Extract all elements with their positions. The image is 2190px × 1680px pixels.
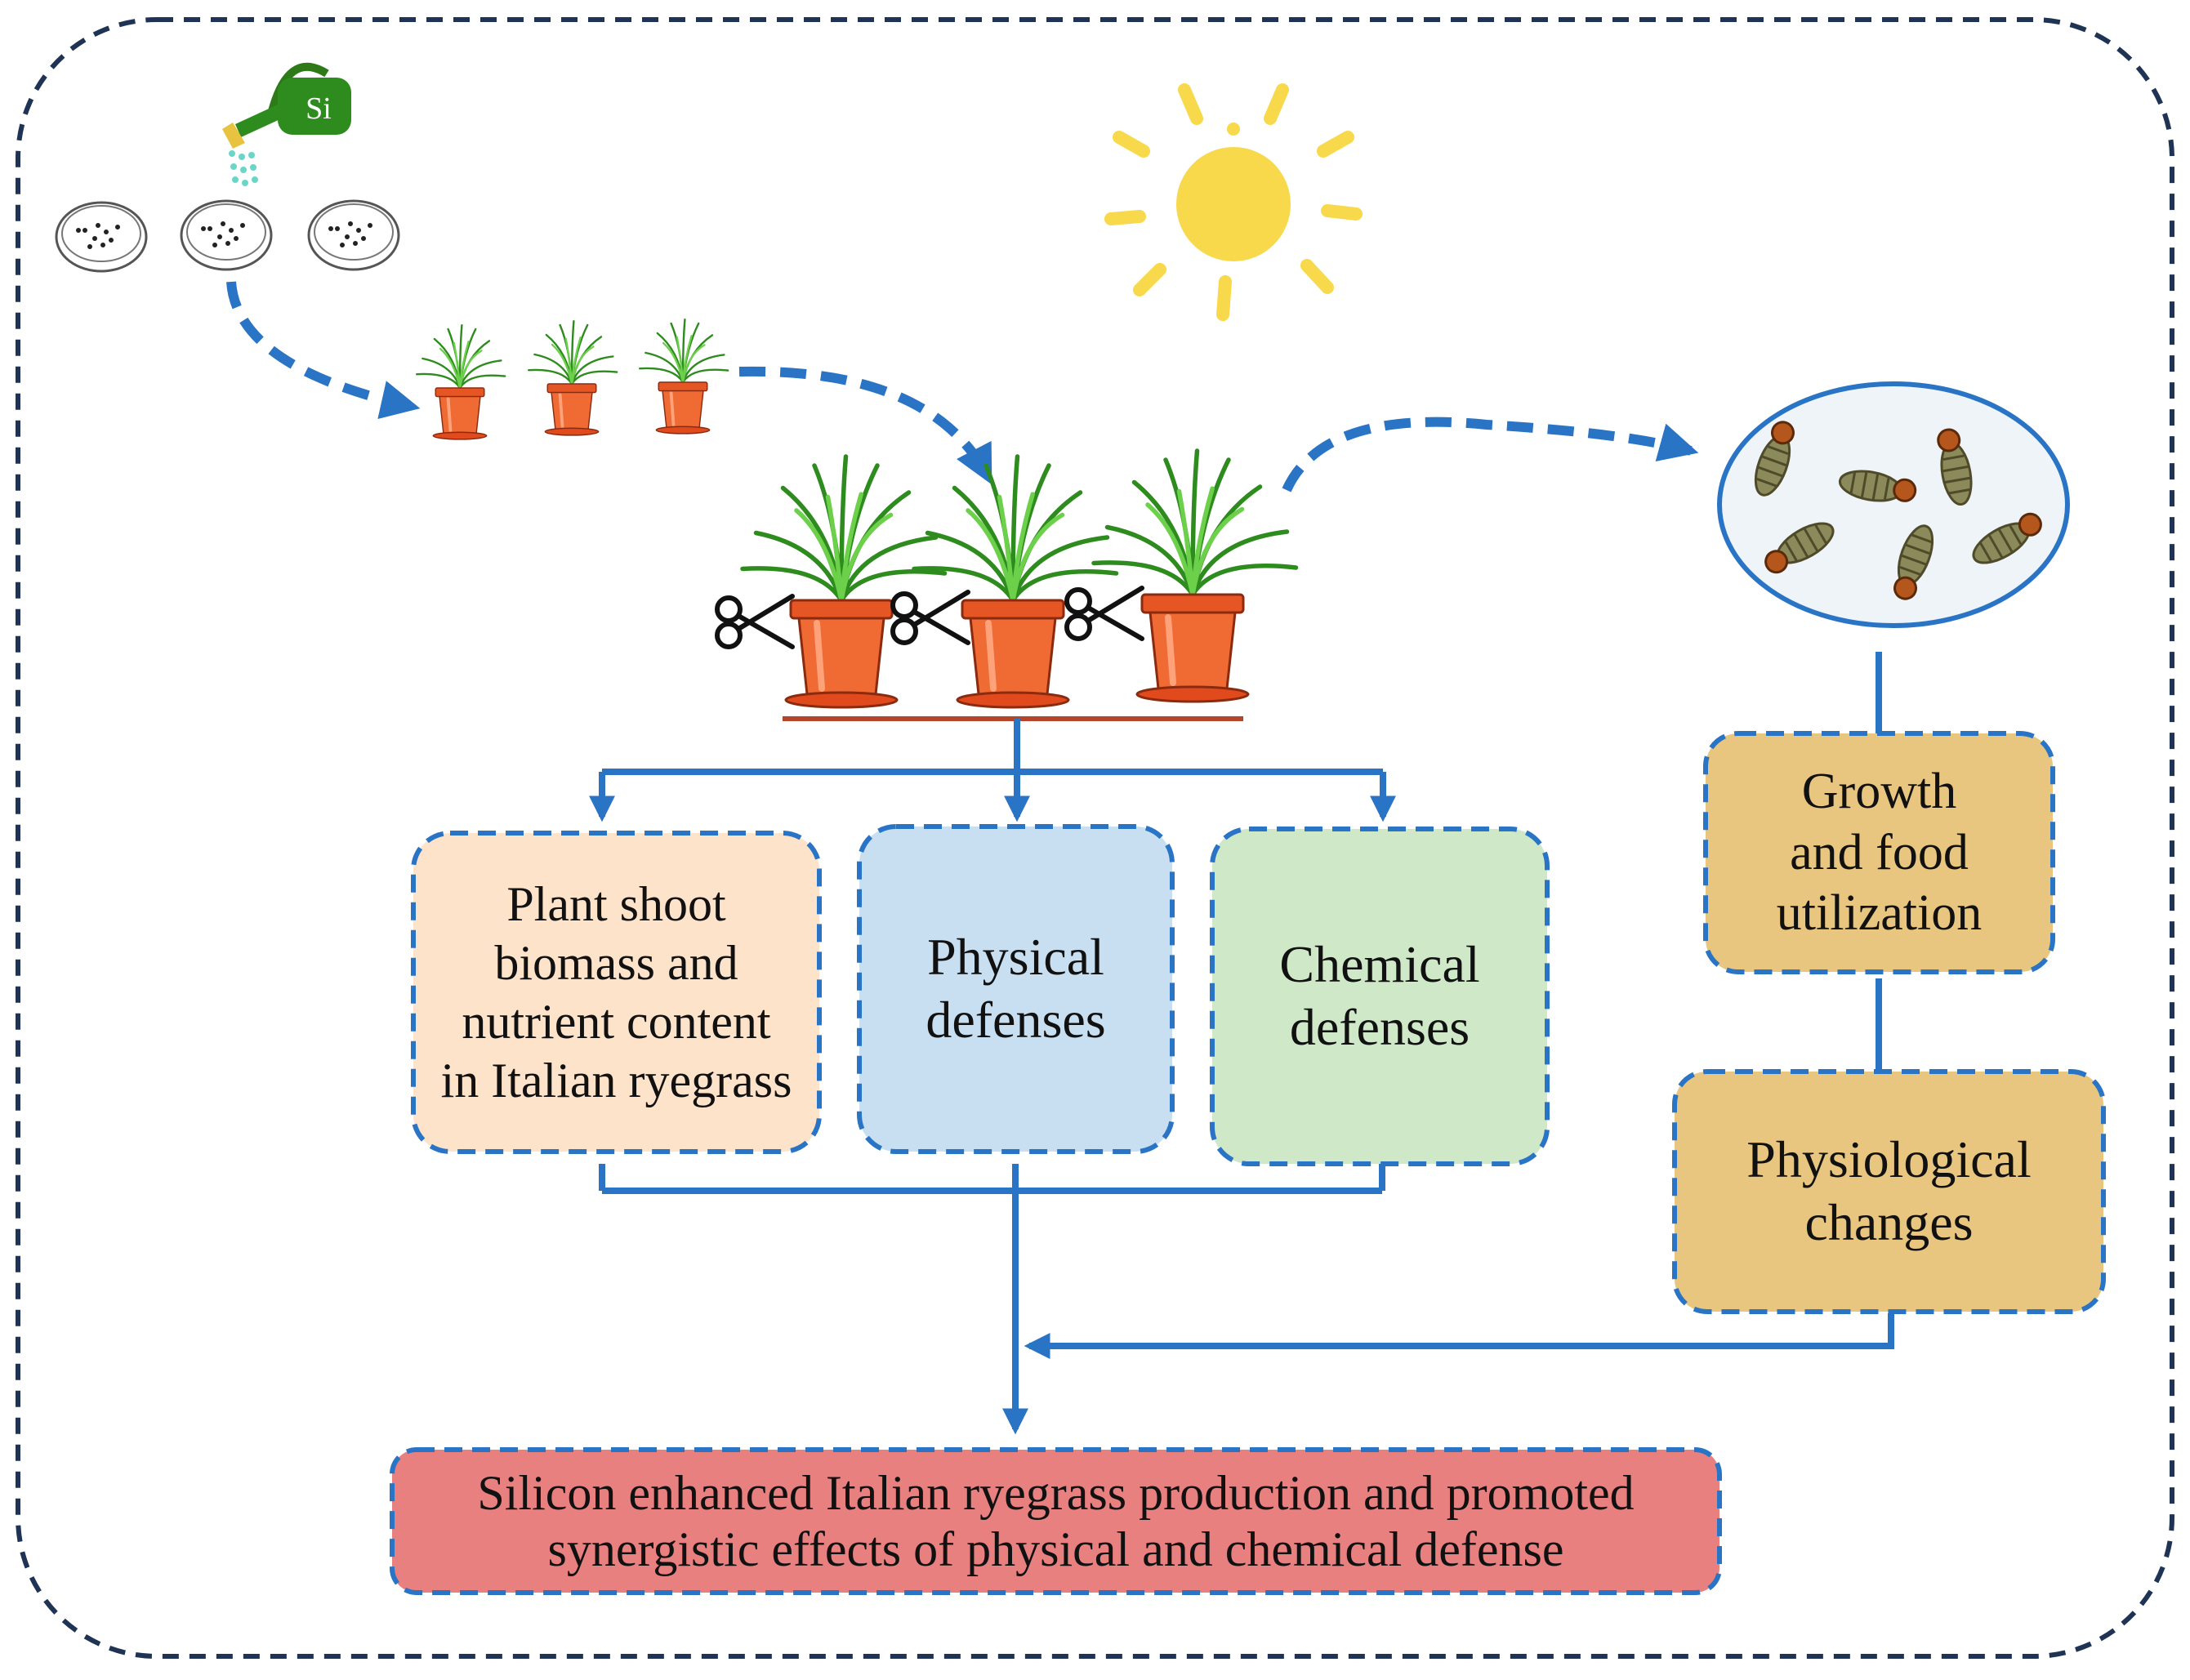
potted-plant-icon bbox=[957, 600, 1068, 707]
physiological-box-shape bbox=[1672, 1069, 2106, 1314]
biomass-line4: in Italian ryegrass bbox=[440, 1054, 792, 1107]
chemical-box-shape bbox=[1210, 827, 1550, 1166]
physical-box-shape bbox=[857, 824, 1175, 1154]
result-line2: synergistic effects of physical and chem… bbox=[547, 1522, 1564, 1576]
scissors-icon bbox=[1067, 588, 1142, 639]
cut-plant-row bbox=[717, 451, 1296, 707]
petri-dish-icon bbox=[55, 201, 148, 273]
growth-box-shape bbox=[1703, 731, 2055, 974]
biomass-box: Plant shoot biomass and nutrient content… bbox=[413, 833, 819, 1152]
scissors-icon bbox=[717, 596, 792, 647]
result-line1: Silicon enhanced Italian ryegrass produc… bbox=[477, 1465, 1635, 1520]
physiological-changes-box: Physiological changes bbox=[1675, 1072, 2103, 1312]
outer-frame bbox=[16, 17, 2174, 1659]
water-drops bbox=[229, 150, 258, 186]
result-box: Silicon enhanced Italian ryegrass produc… bbox=[392, 1450, 1719, 1593]
biomass-box-shape bbox=[411, 831, 822, 1154]
petri-dish-icon bbox=[307, 199, 400, 271]
physical-line1: Physical bbox=[927, 928, 1104, 987]
grass-icon bbox=[743, 457, 945, 600]
biomass-line1: Plant shoot bbox=[506, 877, 726, 931]
larvae-oval bbox=[1717, 381, 2070, 628]
chemical-defenses-box: Chemical defenses bbox=[1212, 829, 1547, 1164]
physical-defenses-box: Physical defenses bbox=[859, 827, 1172, 1152]
grass-icon bbox=[914, 457, 1117, 600]
grass-icon bbox=[1094, 451, 1296, 595]
result-box-shape bbox=[390, 1447, 1722, 1595]
arrow-plant-to-larvae bbox=[1282, 417, 1699, 492]
chemical-line2: defenses bbox=[1289, 998, 1470, 1056]
grass-icon bbox=[639, 319, 729, 384]
seedling-row bbox=[416, 319, 729, 441]
watering-can-icon: Si bbox=[222, 62, 351, 149]
biomass-line2: biomass and bbox=[494, 936, 738, 990]
potted-plant-icon bbox=[431, 386, 488, 441]
growth-line3: utilization bbox=[1776, 885, 1983, 942]
potted-plant-icon bbox=[543, 382, 600, 437]
growth-line1: Growth bbox=[1801, 764, 1957, 820]
physical-line2: defenses bbox=[926, 991, 1106, 1049]
sun-icon bbox=[1104, 83, 1363, 321]
connector-tree bbox=[589, 652, 1894, 1435]
physiological-line2: changes bbox=[1804, 1193, 1974, 1251]
grass-icon bbox=[416, 324, 506, 390]
petri-dish-icon bbox=[180, 199, 273, 271]
potted-plant-icon bbox=[654, 381, 711, 435]
chemical-line1: Chemical bbox=[1279, 935, 1480, 994]
grass-icon bbox=[528, 320, 618, 385]
scissors-icon bbox=[893, 592, 968, 643]
biomass-line3: nutrient content bbox=[462, 995, 771, 1049]
arrow-seedling-to-plant bbox=[738, 366, 993, 485]
potted-plant-icon bbox=[786, 600, 897, 707]
growth-utilization-box: Growth and food utilization bbox=[1706, 733, 2053, 972]
physiological-line1: Physiological bbox=[1746, 1130, 2032, 1189]
arrow-dish-to-seedling bbox=[226, 281, 421, 420]
potted-plant-icon bbox=[1137, 595, 1248, 702]
growth-line2: and food bbox=[1790, 824, 1969, 880]
silicon-label: Si bbox=[306, 91, 332, 126]
